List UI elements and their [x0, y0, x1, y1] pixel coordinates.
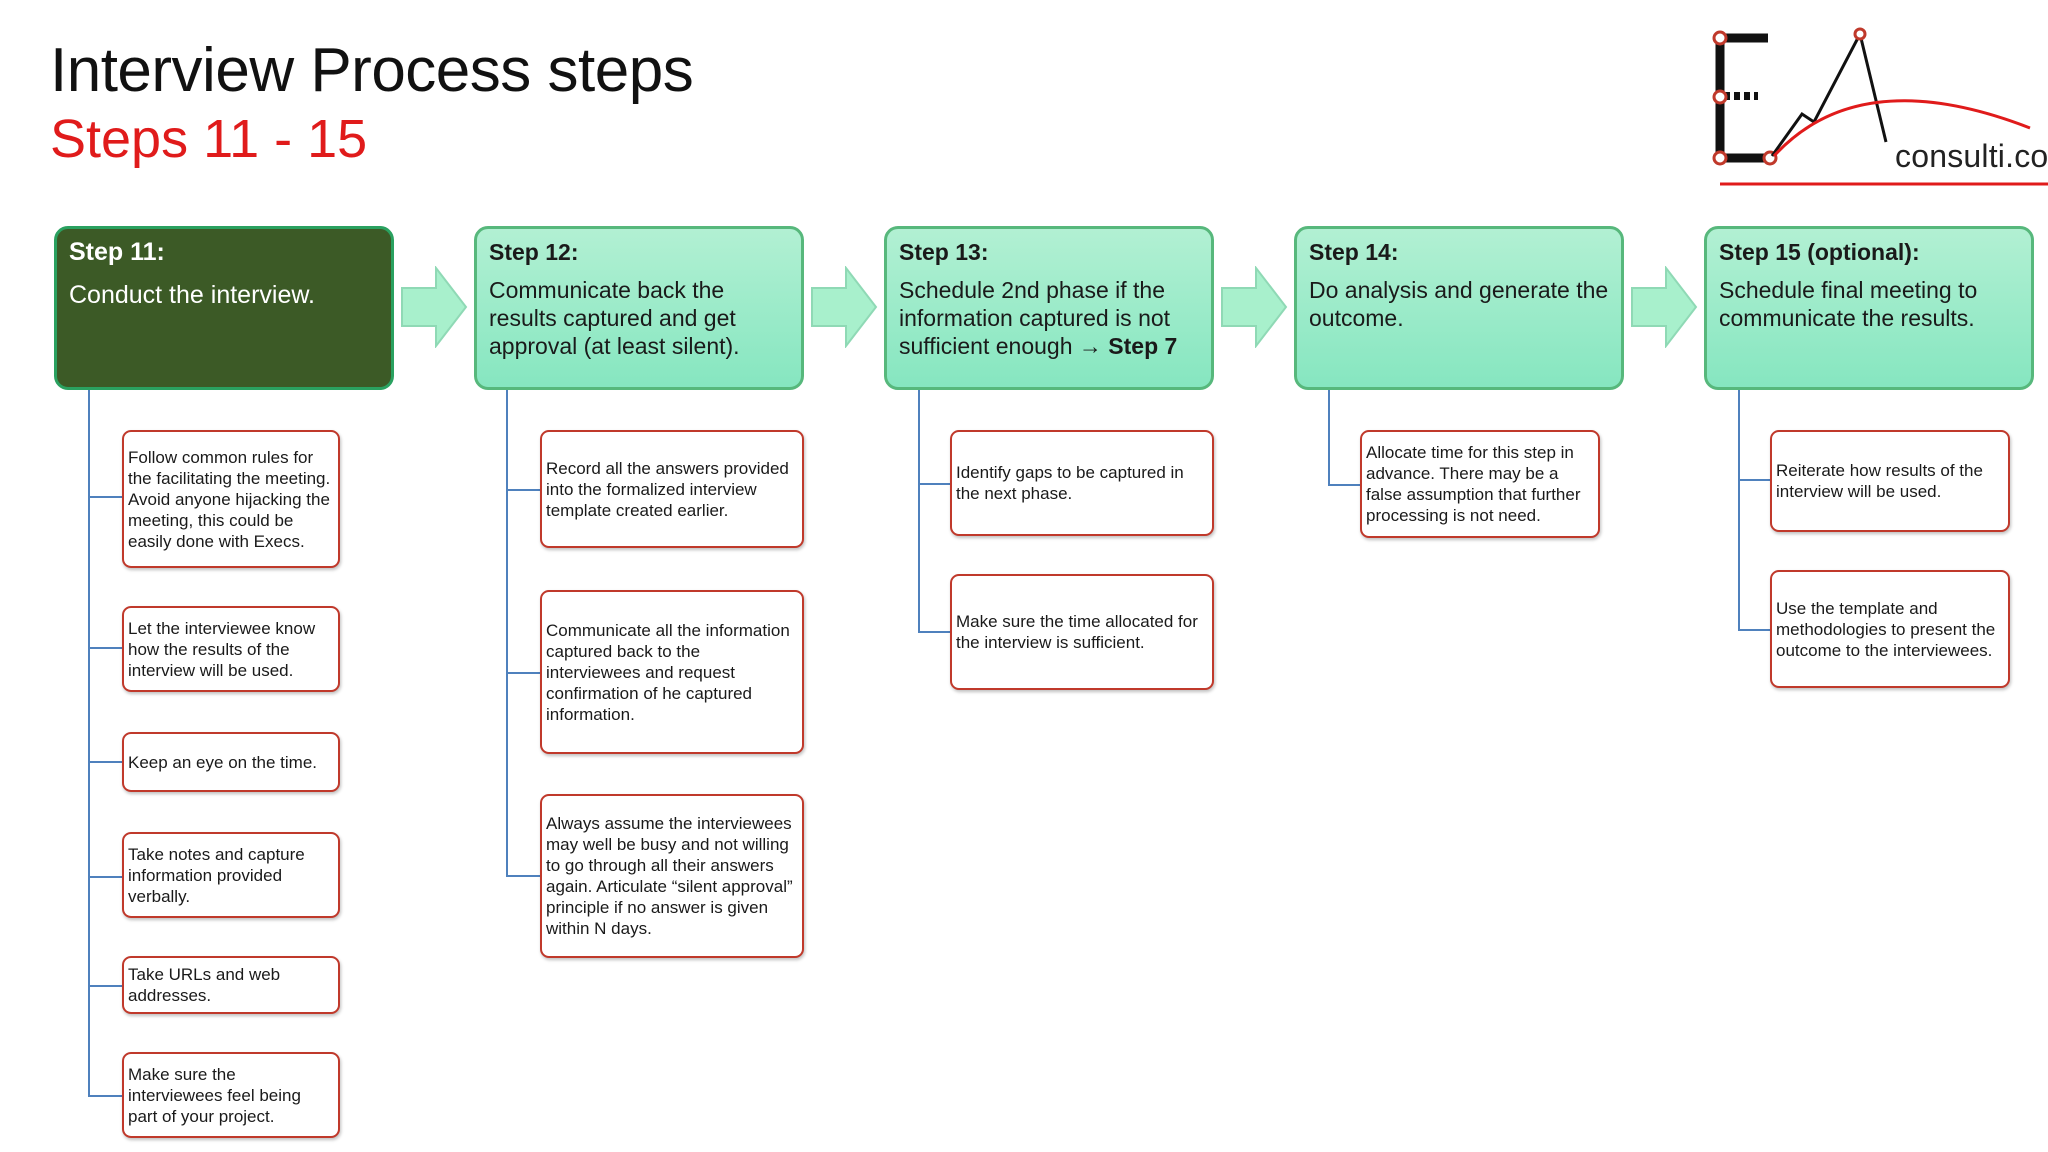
step-description: Schedule final meeting to communicate th… [1719, 277, 1978, 331]
step-label: Step 11: [69, 238, 165, 266]
connector-line [88, 761, 122, 763]
connector-line [1738, 390, 1740, 630]
step-15-box: Step 15 (optional): Schedule final meeti… [1704, 226, 2034, 390]
right-arrow-icon [1631, 266, 1698, 348]
step-15-note: Reiterate how results of the interview w… [1770, 430, 2010, 532]
connector-line [918, 631, 952, 633]
step-12-note: Always assume the interviewees may well … [540, 794, 804, 958]
step-description: Communicate back the results captured an… [489, 277, 740, 359]
step-label: Step 14: [1309, 239, 1399, 265]
step-label: Step 13: [899, 239, 989, 265]
connector-line [88, 647, 122, 649]
step-11-note: Keep an eye on the time. [122, 732, 340, 792]
connector-line [1738, 479, 1772, 481]
step-12-box: Step 12: Communicate back the results ca… [474, 226, 804, 390]
ea-consulti-logo [1712, 27, 2048, 186]
connector-line [1328, 484, 1362, 486]
connector-line [1738, 629, 1772, 631]
connector-line [88, 496, 122, 498]
connector-line [506, 875, 540, 877]
right-arrow-icon [1221, 266, 1288, 348]
logo-text: consulti.co [1895, 138, 2048, 174]
connector-line [88, 1095, 122, 1097]
connector-line [506, 489, 540, 491]
step-11-note: Make sure the interviewees feel being pa… [122, 1052, 340, 1138]
connector-line [1328, 390, 1330, 484]
connector-line [506, 390, 508, 876]
step-13-note: Identify gaps to be captured in the next… [950, 430, 1214, 536]
page-title: Interview Process steps [50, 36, 694, 105]
step-label: Step 12: [489, 239, 579, 265]
step-13-note: Make sure the time allocated for the int… [950, 574, 1214, 690]
step-label: Step 15 (optional): [1719, 239, 1920, 265]
step-11-note: Follow common rules for the facilitating… [122, 430, 340, 568]
page-subtitle: Steps 11 - 15 [50, 109, 368, 169]
right-arrow-icon [401, 266, 468, 348]
step-12-note: Communicate all the information captured… [540, 590, 804, 754]
step-reference: Step 7 [1108, 333, 1178, 359]
step-11-note: Take notes and capture information provi… [122, 832, 340, 918]
connector-line [506, 672, 540, 674]
step-11-box: Step 11: Conduct the interview. [54, 226, 394, 390]
connector-line [88, 876, 122, 878]
step-description: Conduct the interview. [69, 281, 315, 309]
right-arrow-icon [811, 266, 878, 348]
step-13-box: Step 13: Schedule 2nd phase if the infor… [884, 226, 1214, 390]
step-description: Schedule 2nd phase if the information ca… [899, 276, 1199, 360]
step-11-note: Let the interviewee know how the results… [122, 606, 340, 692]
step-15-note: Use the template and methodologies to pr… [1770, 570, 2010, 688]
step-14-box: Step 14: Do analysis and generate the ou… [1294, 226, 1624, 390]
connector-line [88, 985, 122, 987]
step-description-text: Schedule 2nd phase if the information ca… [899, 277, 1171, 359]
step-11-note: Take URLs and web addresses. [122, 956, 340, 1014]
step-14-note: Allocate time for this step in advance. … [1360, 430, 1600, 538]
arrow-right-icon: → [1078, 333, 1102, 359]
connector-line [918, 390, 920, 632]
step-12-note: Record all the answers provided into the… [540, 430, 804, 548]
step-description: Do analysis and generate the outcome. [1309, 277, 1609, 331]
connector-line [88, 390, 90, 1096]
connector-line [918, 483, 952, 485]
